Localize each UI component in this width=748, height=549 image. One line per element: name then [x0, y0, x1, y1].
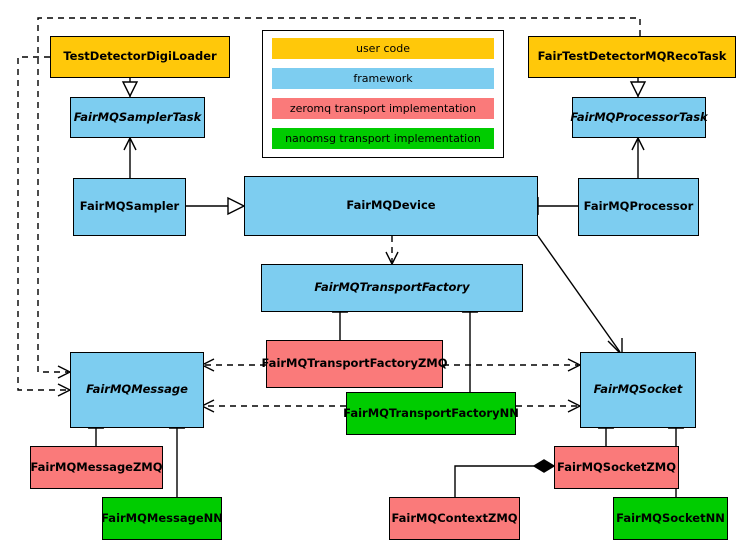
node-label: FairMQTransportFactory: [314, 280, 470, 295]
node-fair-mq-socket-nn[interactable]: FairMQSocketNN: [613, 497, 728, 540]
node-fair-mq-context-zmq[interactable]: FairMQContextZMQ: [389, 497, 520, 540]
node-label: FairTestDetectorMQRecoTask: [537, 49, 727, 64]
edge-recotask-message-arrow: [57, 365, 72, 379]
node-label: TestDetectorDigiLoader: [63, 49, 217, 64]
node-test-detector-digi-loader[interactable]: TestDetectorDigiLoader: [50, 36, 230, 78]
node-label: FairMQTransportFactoryNN: [343, 405, 519, 420]
legend-item-zeromq: zeromq transport implementation: [272, 98, 494, 119]
node-fair-mq-transport-factory-zmq[interactable]: FairMQTransportFactoryZMQ: [262, 340, 448, 388]
node-fair-mq-device[interactable]: FairMQDevice: [244, 176, 538, 236]
node-label: FairMQSocketNN: [616, 510, 725, 525]
node-fair-mq-message-nn[interactable]: FairMQMessageNN: [101, 497, 223, 540]
edge-tfnn-socket-arrow: [567, 399, 582, 413]
legend-label: nanomsg transport implementation: [285, 132, 481, 145]
node-fair-mq-message[interactable]: FairMQMessage: [70, 352, 204, 428]
edge-contextzmq-socketzmq: [454, 465, 534, 497]
node-fair-mq-message-zmq[interactable]: FairMQMessageZMQ: [30, 446, 163, 489]
node-label: FairMQMessageNN: [101, 510, 223, 525]
node-fair-mq-socket-zmq[interactable]: FairMQSocketZMQ: [554, 446, 679, 489]
node-fair-mq-sampler[interactable]: FairMQSampler: [73, 178, 186, 236]
node-label: FairMQSamplerTask: [73, 109, 202, 124]
legend-item-nanomsg: nanomsg transport implementation: [272, 128, 494, 149]
legend-item-framework: framework: [272, 68, 494, 89]
legend-label: user code: [355, 42, 411, 55]
node-label: FairMQSocket: [593, 382, 683, 397]
legend: user code framework zeromq transport imp…: [262, 30, 504, 158]
legend-item-user-code: user code: [272, 38, 494, 59]
edge-digiloader-message: [17, 56, 68, 391]
node-label: FairMQProcessorTask: [570, 109, 708, 124]
node-label: FairMQSampler: [79, 199, 180, 214]
node-label: FairMQDevice: [346, 198, 436, 213]
node-fair-mq-processor[interactable]: FairMQProcessor: [578, 178, 699, 236]
edge-processor-processortask-arrow: [631, 136, 645, 151]
node-fair-mq-processor-task[interactable]: FairMQProcessorTask: [570, 97, 708, 138]
node-fair-mq-sampler-task[interactable]: FairMQSamplerTask: [70, 97, 205, 138]
edge-digiloader-message-arrow: [57, 383, 72, 397]
node-label: FairMQProcessor: [583, 199, 694, 214]
node-fair-mq-transport-factory-nn[interactable]: FairMQTransportFactoryNN: [343, 392, 519, 435]
node-fair-mq-socket[interactable]: FairMQSocket: [580, 352, 696, 428]
node-label: FairMQContextZMQ: [391, 510, 518, 525]
edge-tfzmq-socket-arrow: [567, 358, 582, 372]
legend-label: framework: [353, 72, 413, 85]
edge-contextzmq-socketzmq-diamond: [532, 459, 556, 473]
node-label: FairMQMessageZMQ: [30, 459, 163, 474]
node-fair-test-detector-mq-reco-task[interactable]: FairTestDetectorMQRecoTask: [528, 36, 736, 78]
edge-digiloader-samplertask-arrow: [121, 81, 139, 98]
edge-sampler-samplertask-arrow: [123, 136, 137, 151]
edge-device-socket: [537, 235, 621, 353]
edge-recotask-processortask-arrow: [629, 81, 647, 98]
node-label: FairMQSocketZMQ: [557, 459, 676, 474]
node-fair-mq-transport-factory[interactable]: FairMQTransportFactory: [261, 264, 523, 312]
node-label: FairMQMessage: [86, 382, 188, 397]
edge-sampler-device-arrow: [227, 196, 246, 216]
legend-label: zeromq transport implementation: [289, 102, 477, 115]
edge-device-transportfactory-arrow: [385, 251, 399, 266]
node-label: FairMQTransportFactoryZMQ: [261, 356, 448, 371]
